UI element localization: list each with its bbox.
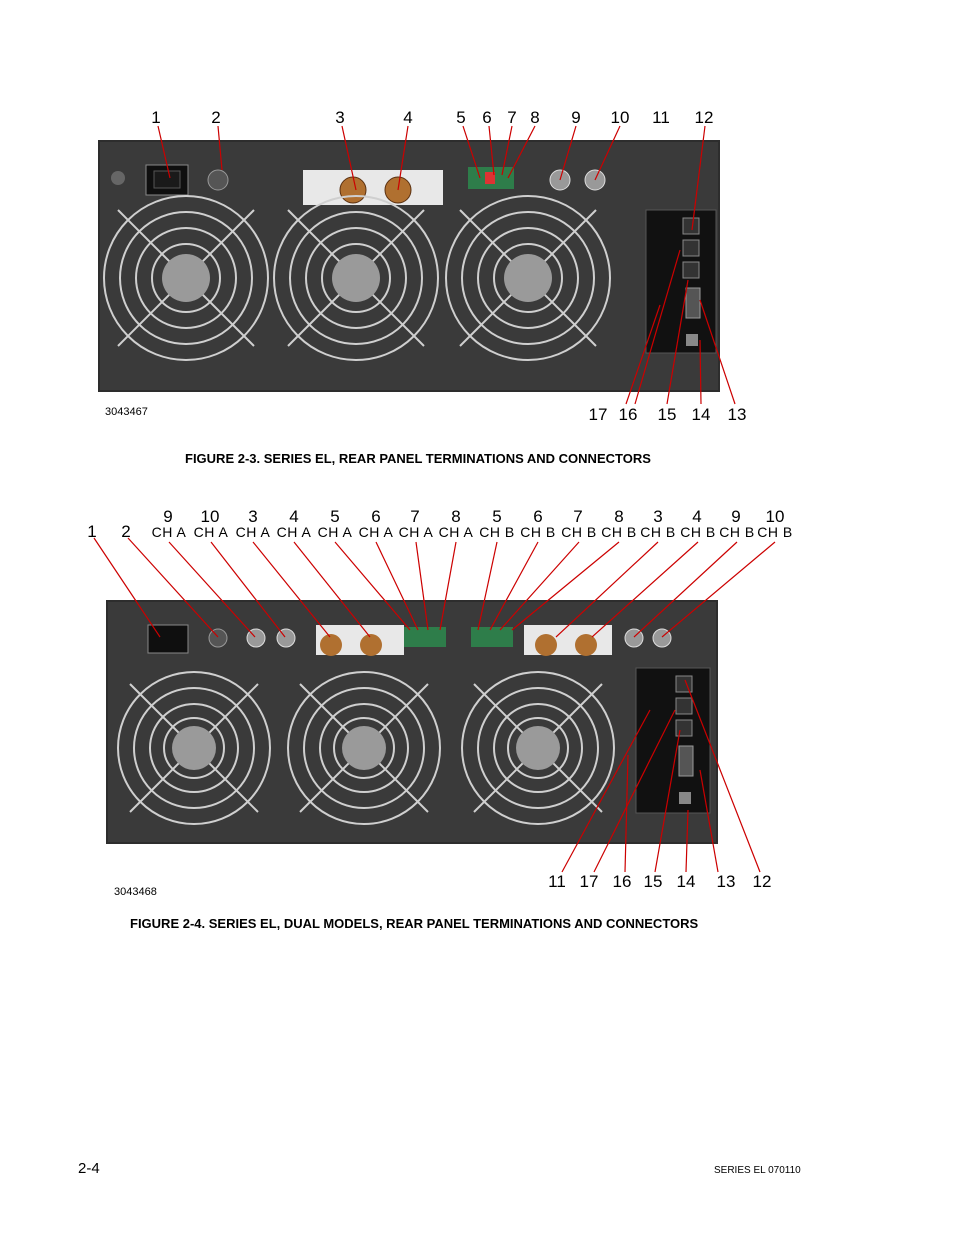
callout-14: 14 [676,872,696,891]
page-number: 2-4 [78,1160,100,1177]
callout-15: 15 [657,405,677,424]
callout-num: 6 [371,507,381,526]
callout-channel: CH B [719,524,755,540]
callout-leaders [157,125,736,405]
callout-channel: CH A [317,524,353,540]
callout-num: 5 [492,507,502,526]
callout-16: 16 [618,405,638,424]
callout-num: 6 [533,507,543,526]
callout-channel: CH B [520,524,556,540]
callout-num: 4 [289,507,299,526]
callout-1: 1 [151,108,161,127]
callout-num: 4 [692,507,702,526]
document-id: SERIES EL 070110 [714,1165,801,1176]
callout-10: 10 [610,108,630,127]
callout-num: 7 [573,507,583,526]
callout-6: 6 [482,108,492,127]
callout-num: 9 [731,507,741,526]
callout-9: 9 [571,108,581,127]
callout-2: 2 [211,108,221,127]
callout-leaders [93,537,776,873]
callout-2: 2 [121,522,131,541]
figure-caption: FIGURE 2-4. SERIES EL, DUAL MODELS, REAR… [130,916,699,931]
callout-channel: CH A [276,524,312,540]
callout-7: 7 [507,108,517,127]
callout-num: 3 [653,507,663,526]
callout-num: 5 [330,507,340,526]
callout-12: 12 [694,108,714,127]
callout-17: 17 [579,872,599,891]
callout-channel: CH B [601,524,637,540]
callout-channel: CH B [640,524,676,540]
callout-15: 15 [643,872,663,891]
callout-channel: CH A [398,524,434,540]
callout-num: 3 [248,507,258,526]
callout-num: 10 [200,507,220,526]
callout-channel: CH A [151,524,187,540]
callout-channel: CH B [680,524,716,540]
callout-num: 8 [614,507,624,526]
callout-num: 9 [163,507,173,526]
callout-channel: CH A [235,524,271,540]
callout-11: 11 [548,872,566,891]
callout-17: 17 [588,405,608,424]
callout-num: 7 [410,507,420,526]
callout-num: 10 [765,507,785,526]
callout-channel: CH A [193,524,229,540]
dual-rear-panel-illustration [106,600,718,844]
callout-channel: CH A [358,524,394,540]
callout-1: 1 [87,522,97,541]
callout-channel: CH B [561,524,597,540]
image-number: 3043467 [105,406,148,418]
callout-num: 8 [451,507,461,526]
callout-16: 16 [612,872,632,891]
callout-12: 12 [752,872,772,891]
callout-5: 5 [456,108,466,127]
callout-13: 13 [727,405,747,424]
figure-caption: FIGURE 2-3. SERIES EL, REAR PANEL TERMIN… [185,451,651,466]
callout-8: 8 [530,108,540,127]
callout-13: 13 [716,872,736,891]
callout-channel: CH B [479,524,515,540]
callout-3: 3 [335,108,345,127]
rear-panel-illustration [98,140,720,392]
callout-channel: CH A [438,524,474,540]
callout-4: 4 [403,108,413,127]
callout-14: 14 [691,405,711,424]
image-number: 3043468 [114,886,157,898]
callout-channel: CH B [757,524,793,540]
callout-11: 11 [652,108,670,127]
